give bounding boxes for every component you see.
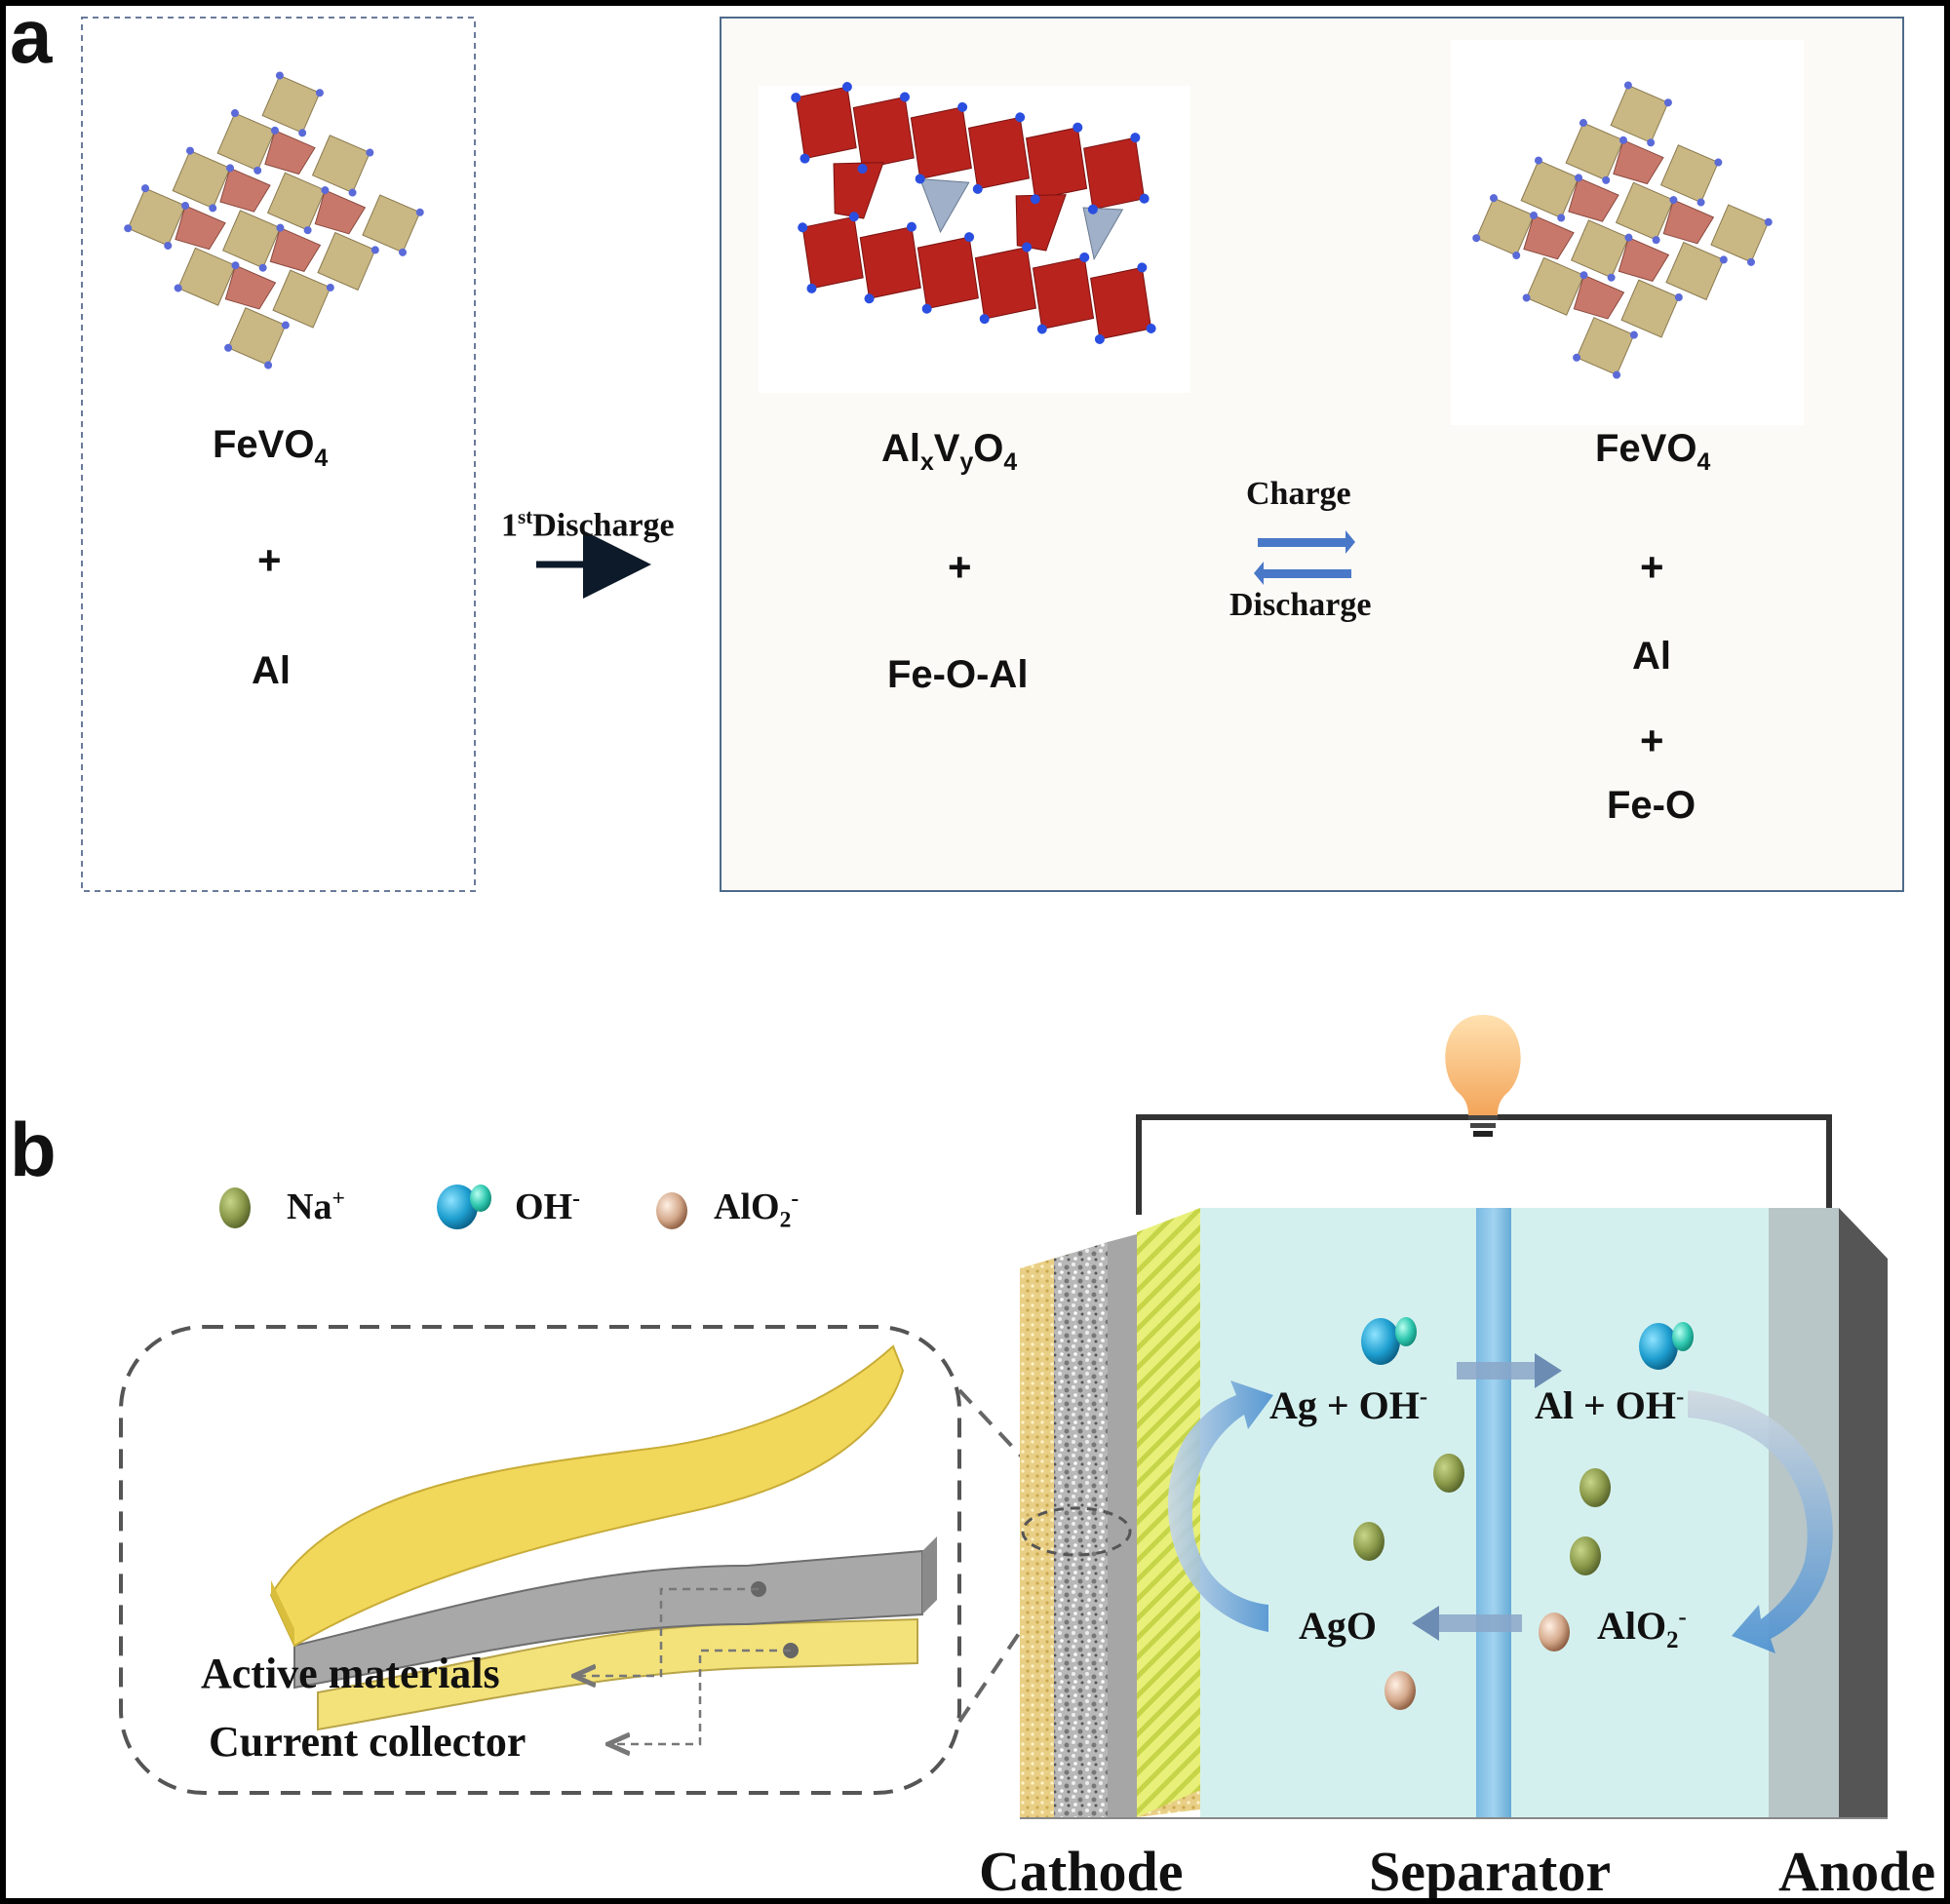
cathode-label: Cathode [979,1840,1184,1903]
panel-b-label: b [10,1107,57,1192]
figure-graphics [81,17,1904,1819]
flexible-electrode [269,1344,937,1731]
first-discharge-label: 1stDischarge [501,505,675,544]
charge-label: Charge [1246,476,1351,512]
anode-curved-arrow [1688,1390,1833,1653]
anode-plate [1769,1208,1839,1817]
plus-sign: + [948,544,972,590]
oh-sphere-legend [437,1185,478,1229]
crystal-fevo4-right [1472,81,1773,379]
light-bulb-icon [1445,1015,1521,1137]
active-materials-label: Active materials [201,1650,500,1697]
fe-o-al-label: Fe-O-Al [887,653,1029,696]
plus-sign: + [257,537,282,583]
legend-na: Na+ [287,1185,345,1227]
cathode-active-layer [1054,1242,1108,1817]
separator-label: Separator [1369,1840,1612,1903]
al-oh-label: Al + OH- [1535,1383,1685,1427]
cathode-curved-arrow [1167,1380,1273,1632]
current-collector-label: Current collector [209,1718,526,1766]
al-label-right: Al [1632,635,1671,678]
ag-oh-label: Ag + OH- [1269,1383,1428,1427]
alxvyo4-formula: AlxVyO4 [881,427,1018,476]
fevo4-formula-right: FeVO4 [1595,427,1711,476]
alo2-sphere-legend [656,1192,687,1229]
crystal-fevo4-left [124,71,424,369]
na-sphere-legend [219,1187,251,1228]
alo2-label: AlO2- [1597,1604,1687,1653]
legend-alo2: AlO2- [714,1185,800,1233]
anode-edge [1839,1208,1888,1817]
fevo4-formula-left: FeVO4 [213,423,329,472]
fe-o-label: Fe-O [1607,784,1696,827]
legend-oh: OH- [515,1185,580,1227]
plus-sign: + [1640,544,1664,590]
al-label-left: Al [252,649,291,692]
discharge-label: Discharge [1229,587,1372,623]
reaction-arrow-left [1412,1606,1522,1641]
crystal-alxvyo4 [791,82,1156,344]
anode-label: Anode [1778,1840,1936,1903]
reaction-arrow-right [1457,1353,1562,1388]
equilibrium-arrows [1254,530,1355,585]
inset-box [119,1325,961,1795]
separator [1476,1208,1511,1817]
panel-a-label: a [10,0,53,79]
plus-sign: + [1640,718,1664,763]
ago-label: AgO [1299,1604,1377,1648]
